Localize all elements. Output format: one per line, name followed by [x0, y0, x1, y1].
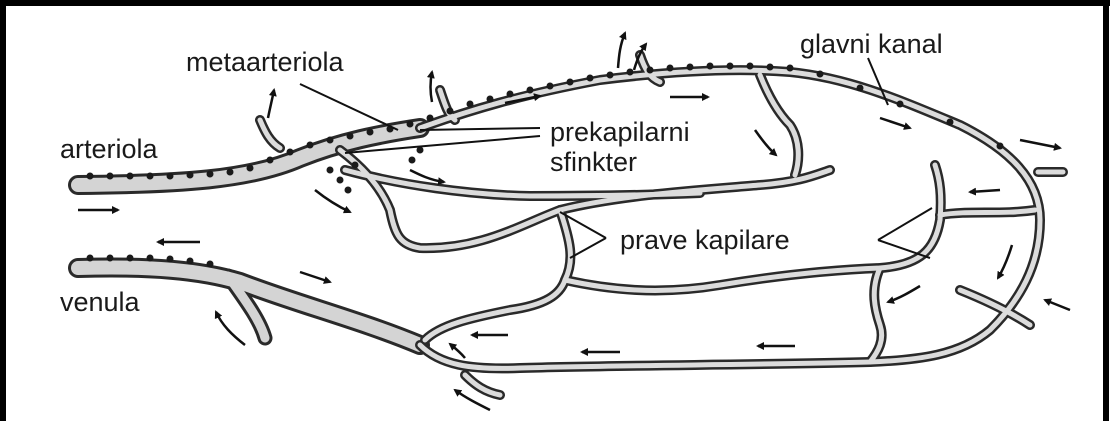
vessel-network [78, 55, 1063, 395]
label-venula: venula [60, 288, 140, 316]
label-prave-kapilare: prave kapilare [620, 226, 790, 254]
label-metaarteriola: metaarteriola [186, 48, 344, 76]
label-glavni-kanal: glavni kanal [800, 30, 943, 58]
main-channel [420, 70, 1040, 368]
label-prekapilarni: prekapilarni [550, 118, 690, 146]
label-arteriola: arteriola [60, 135, 158, 163]
label-sfinkter: sfinkter [550, 148, 637, 176]
